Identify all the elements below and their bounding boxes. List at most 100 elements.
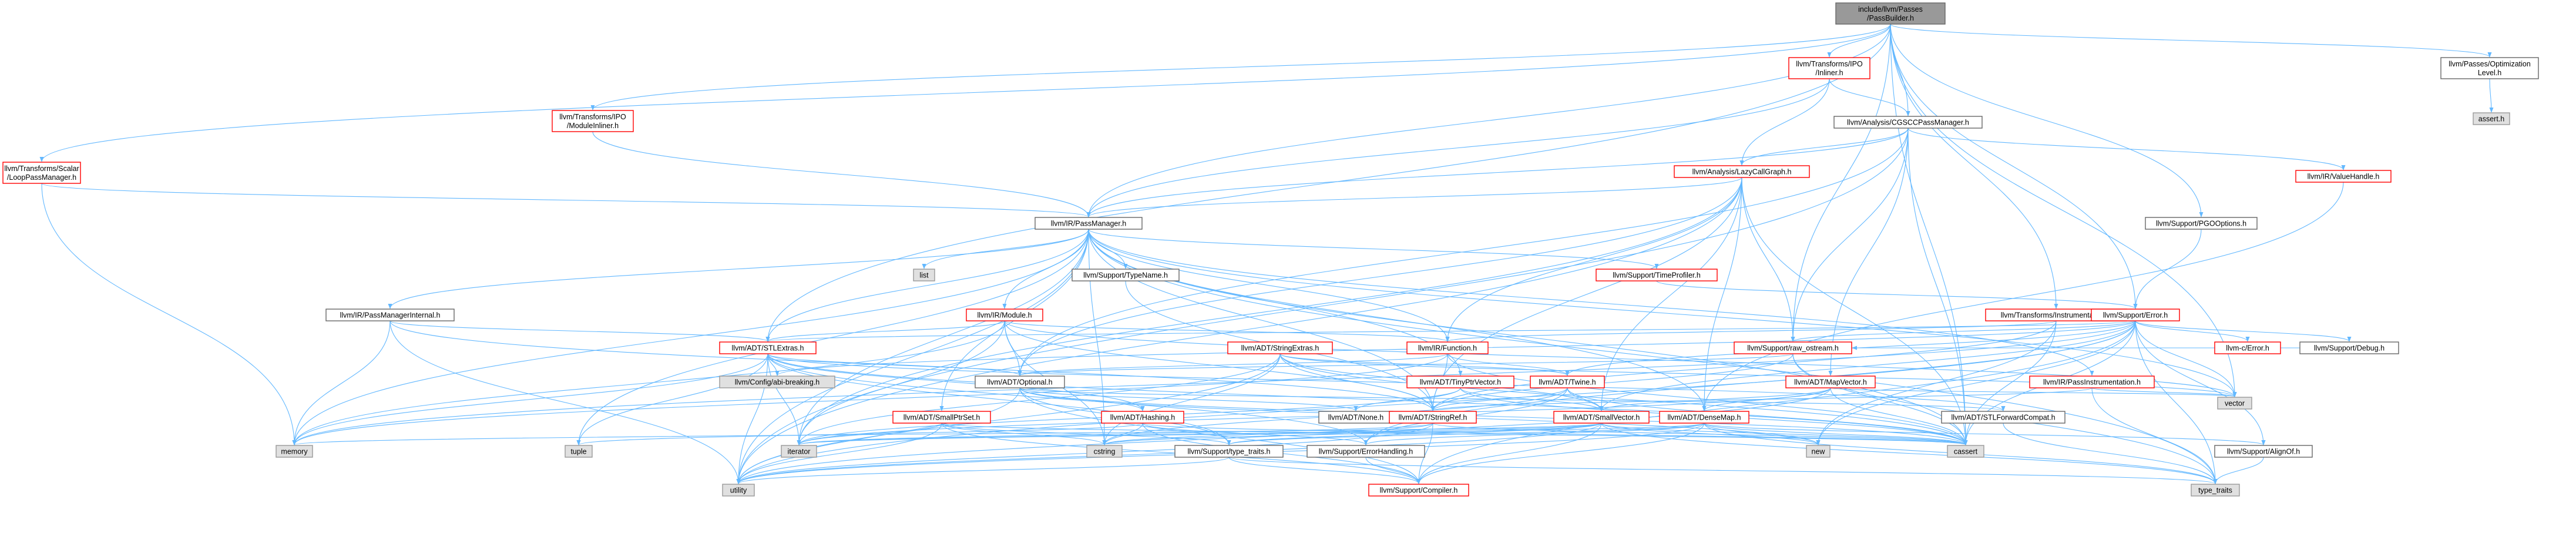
- node-list[interactable]: list: [913, 269, 935, 281]
- edge-pm-to-tuple: [576, 229, 1089, 445]
- node-label: /ModuleInliner.h: [567, 122, 619, 130]
- node-root[interactable]: include/llvm/Passes/PassBuilder.h: [1835, 2, 1946, 25]
- node-module[interactable]: llvm/IR/Module.h: [966, 309, 1043, 321]
- node-label: llvm/Support/type_traits.h: [1187, 448, 1270, 456]
- edge-stringextras-to-utility: [736, 353, 1281, 484]
- node-looppm[interactable]: llvm/Transforms/Scalar/LoopPassManager.h: [2, 162, 81, 184]
- edge-cgscc-to-utility: [736, 128, 1909, 484]
- node-error[interactable]: llvm/Support/Error.h: [2091, 309, 2180, 321]
- node-box: [1835, 2, 1946, 25]
- node-pm[interactable]: llvm/IR/PassManager.h: [1035, 217, 1143, 230]
- node-box: [1659, 411, 1749, 424]
- edge-inliner-to-lcg: [1739, 78, 1830, 166]
- node-stringref[interactable]: llvm/ADT/StringRef.h: [1389, 411, 1477, 424]
- node-mapvector[interactable]: llvm/ADT/MapVector.h: [1785, 376, 1876, 388]
- edge-looppm-to-pm: [41, 183, 1090, 217]
- node-function[interactable]: llvm/IR/Function.h: [1406, 341, 1489, 354]
- edge-densemap-to-alignof: [1704, 423, 2266, 445]
- edge-instr-to-function: [1445, 320, 2057, 342]
- node-cassert[interactable]: cassert: [1947, 445, 1984, 458]
- edge-typetraitsh-to-compiler: [1228, 457, 1421, 484]
- edge-instr-to-stringref: [1430, 320, 2057, 411]
- node-configbreak[interactable]: llvm/Config/abi-breaking.h: [719, 376, 835, 388]
- edge-stlextras-to-errhandling: [767, 353, 1368, 445]
- node-rawostream[interactable]: llvm/Support/raw_ostream.h: [1734, 341, 1852, 354]
- node-passinstr[interactable]: llvm/IR/PassInstrumentation.h: [2029, 376, 2155, 388]
- node-debug[interactable]: llvm/Support/Debug.h: [2299, 341, 2399, 354]
- edge-function-to-cassert: [1447, 353, 1968, 445]
- node-pminternal[interactable]: llvm/IR/PassManagerInternal.h: [325, 309, 455, 321]
- edge-passinstr-to-vector: [2091, 387, 2237, 397]
- edge-root-to-cassert: [1890, 24, 1968, 445]
- edge-stlforward-to-typetraits: [2003, 423, 2218, 484]
- node-lcg[interactable]: llvm/Analysis/LazyCallGraph.h: [1674, 165, 1810, 178]
- node-iterator[interactable]: iterator: [781, 445, 817, 458]
- node-cgscc[interactable]: llvm/Analysis/CGSCCPassManager.h: [1833, 116, 1983, 129]
- node-box: [1086, 445, 1123, 458]
- node-typetraitsh[interactable]: llvm/Support/type_traits.h: [1174, 445, 1284, 458]
- node-label: memory: [281, 448, 308, 456]
- node-hashing[interactable]: llvm/ADT/Hashing.h: [1101, 411, 1184, 424]
- edge-optional-to-utility: [736, 387, 1020, 484]
- node-smallvector[interactable]: llvm/ADT/SmallVector.h: [1553, 411, 1650, 424]
- node-memory[interactable]: memory: [276, 445, 313, 458]
- node-tinyptr[interactable]: llvm/ADT/TinyPtrVector.h: [1406, 376, 1514, 388]
- node-utility[interactable]: utility: [722, 484, 755, 497]
- node-label: /Inliner.h: [1815, 69, 1843, 77]
- node-densemap[interactable]: llvm/ADT/DenseMap.h: [1659, 411, 1749, 424]
- edge-stlextras-to-memory: [292, 353, 768, 445]
- edge-smallvector-to-utility: [736, 423, 1602, 484]
- node-inliner[interactable]: llvm/Transforms/IPO/Inliner.h: [1788, 57, 1870, 79]
- node-label: include/llvm/Passes: [1858, 5, 1923, 14]
- node-label: llvm/Config/abi-breaking.h: [735, 378, 820, 387]
- node-stringextras[interactable]: llvm/ADT/StringExtras.h: [1227, 341, 1333, 354]
- edge-modinliner-to-pm: [592, 131, 1091, 217]
- node-valuehandle[interactable]: llvm/IR/ValueHandle.h: [2295, 170, 2392, 183]
- edge-stringref-to-cassert: [1432, 423, 1968, 445]
- node-label: llvm/Passes/Optimization: [2449, 60, 2531, 68]
- edge-stringextras-to-vector: [1279, 353, 2237, 397]
- edge-pm-to-list: [922, 229, 1089, 269]
- node-optional[interactable]: llvm/ADT/Optional.h: [975, 376, 1065, 388]
- edge-smallvector-to-cstring: [1102, 423, 1602, 445]
- edge-timeprof-to-error: [1656, 280, 2138, 309]
- edge-stringextras-to-stringref: [1279, 353, 1435, 411]
- node-stlforward[interactable]: llvm/ADT/STLForwardCompat.h: [1941, 411, 2065, 424]
- edge-inliner-to-cgscc: [1829, 78, 1910, 116]
- node-cerror[interactable]: llvm-c/Error.h: [2214, 341, 2281, 354]
- node-twine[interactable]: llvm/ADT/Twine.h: [1530, 376, 1605, 388]
- node-label: list: [919, 271, 929, 280]
- node-compiler[interactable]: llvm/Support/Compiler.h: [1368, 484, 1469, 497]
- edge-inliner-to-pm: [1086, 78, 1830, 217]
- node-label: assert.h: [2478, 115, 2505, 123]
- node-none[interactable]: llvm/ADT/None.h: [1318, 411, 1393, 424]
- node-label: llvm/ADT/StringExtras.h: [1241, 344, 1319, 353]
- node-cstring[interactable]: cstring: [1086, 445, 1123, 458]
- node-new[interactable]: new: [1806, 445, 1831, 458]
- edge-cgscc-to-rawostream: [1791, 128, 1909, 342]
- node-vector[interactable]: vector: [2217, 397, 2252, 410]
- node-box: [565, 445, 593, 458]
- node-timeprof[interactable]: llvm/Support/TimeProfiler.h: [1596, 269, 1718, 281]
- node-errhandling[interactable]: llvm/Support/ErrorHandling.h: [1307, 445, 1425, 458]
- node-pgo[interactable]: llvm/Support/PGOOptions.h: [2145, 217, 2258, 230]
- node-typename[interactable]: llvm/Support/TypeName.h: [1072, 269, 1180, 281]
- node-tuple[interactable]: tuple: [565, 445, 593, 458]
- node-box: [1307, 445, 1425, 458]
- node-label: cassert: [1954, 448, 1978, 456]
- node-label: llvm/IR/PassInstrumentation.h: [2043, 378, 2141, 387]
- edge-lcg-to-densemap: [1702, 177, 1742, 411]
- node-label: llvm/Analysis/CGSCCPassManager.h: [1847, 119, 1969, 127]
- edge-smallvector-to-new: [1601, 423, 1821, 445]
- node-modinliner[interactable]: llvm/Transforms/IPO/ModuleInliner.h: [552, 110, 634, 132]
- node-box: [1072, 269, 1180, 281]
- edge-root-to-pm: [1086, 24, 1891, 217]
- node-alignof[interactable]: llvm/Support/AlignOf.h: [2214, 445, 2313, 458]
- node-assert[interactable]: assert.h: [2473, 112, 2510, 125]
- node-smallptrset[interactable]: llvm/ADT/SmallPtrSet.h: [892, 411, 991, 424]
- node-typetraits[interactable]: type_traits: [2191, 484, 2240, 497]
- node-label: llvm/Support/Error.h: [2103, 311, 2168, 320]
- node-stlextras[interactable]: llvm/ADT/STLExtras.h: [719, 341, 817, 354]
- edge-smallvector-to-typetraits: [1601, 423, 2218, 484]
